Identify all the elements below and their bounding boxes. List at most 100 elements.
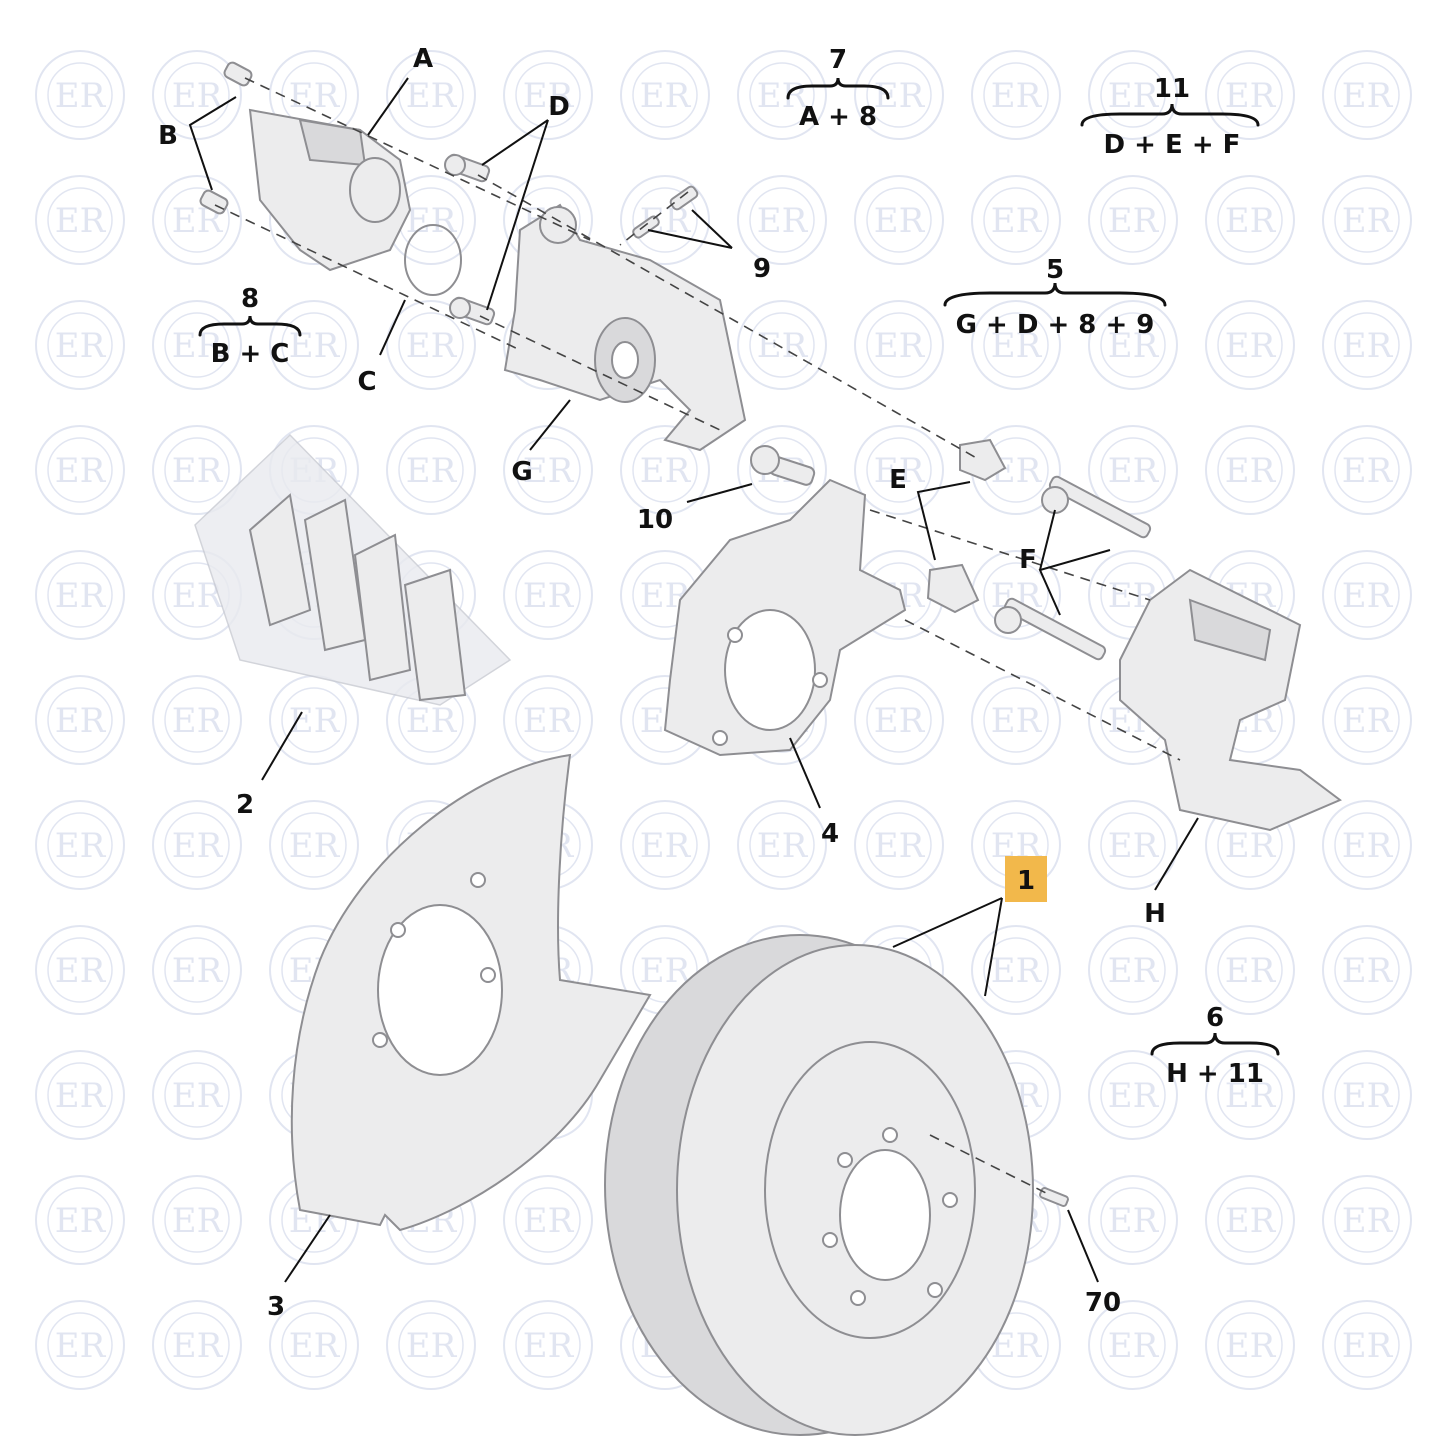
watermark-seal: ER [1322, 50, 1412, 140]
assembly-axes [214, 77, 1181, 1196]
svg-text:ER: ER [523, 1201, 575, 1241]
caliper-frame-h [1119, 568, 1342, 832]
watermark-seal: ER [1322, 425, 1412, 515]
watermark-seal: ER [386, 1300, 476, 1390]
svg-text:ER: ER [1342, 1076, 1394, 1116]
watermark-seal: ER [503, 675, 593, 765]
svg-text:ER: ER [172, 1201, 224, 1241]
svg-text:ER: ER [406, 701, 458, 741]
watermark-seal: ER [971, 300, 1061, 390]
svg-text:ER: ER [523, 576, 575, 616]
watermark-seal: ER [737, 175, 827, 265]
watermark-seal: ER [971, 675, 1061, 765]
svg-text:ER: ER [757, 326, 809, 366]
watermark-seal: ER [386, 50, 476, 140]
watermark-seal: ER [737, 800, 827, 890]
watermark-seal: ER [35, 50, 125, 140]
guide-bushing-e-upper [959, 438, 1007, 482]
label-2: 2 [236, 790, 254, 820]
svg-text:ER: ER [1342, 201, 1394, 241]
kit-11-brace [1080, 103, 1260, 127]
svg-text:ER: ER [1108, 76, 1160, 116]
watermark-seal: ER [1322, 175, 1412, 265]
svg-text:ER: ER [1225, 1076, 1277, 1116]
watermark-seal: ER [1205, 1300, 1295, 1390]
svg-text:ER: ER [1108, 1326, 1160, 1366]
watermark-seal: ER [854, 300, 944, 390]
svg-text:ER: ER [1108, 451, 1160, 491]
label-70: 70 [1085, 1288, 1121, 1318]
watermark-seal: ER [152, 1050, 242, 1140]
bleed-screw-9-a [669, 185, 699, 211]
svg-text:ER: ER [991, 201, 1043, 241]
svg-text:ER: ER [874, 201, 926, 241]
svg-text:ER: ER [55, 1326, 107, 1366]
svg-text:ER: ER [172, 326, 224, 366]
kit-7-brace [786, 77, 890, 100]
watermark-seal: ER [269, 800, 359, 890]
svg-text:ER: ER [55, 451, 107, 491]
watermark-seal: ER [854, 50, 944, 140]
watermark-seal: ER [1322, 1175, 1412, 1265]
svg-text:ER: ER [1225, 951, 1277, 991]
watermark-seal: ER [1205, 300, 1295, 390]
watermark-seal: ER [971, 925, 1061, 1015]
watermark-seal: ER [971, 175, 1061, 265]
brake-pads-set-2 [194, 433, 512, 706]
watermark-seal: ER [1088, 300, 1178, 390]
watermark-seal: ER [1322, 1050, 1412, 1140]
watermark-seal: ER [1088, 1050, 1178, 1140]
kit-11-number: 11 [1154, 74, 1190, 104]
watermark-seal: ER [1205, 1175, 1295, 1265]
svg-text:ER: ER [289, 826, 341, 866]
svg-text:ER: ER [1108, 826, 1160, 866]
svg-text:ER: ER [55, 1076, 107, 1116]
svg-text:ER: ER [1225, 1201, 1277, 1241]
bolt-10 [750, 445, 816, 486]
watermark-seal: ER [386, 300, 476, 390]
svg-text:ER: ER [406, 76, 458, 116]
watermark-seal: ER [269, 300, 359, 390]
svg-text:ER: ER [1225, 826, 1277, 866]
watermark-seal: ER [152, 175, 242, 265]
watermark-seal: ER [386, 175, 476, 265]
kit-6-number: 6 [1206, 1003, 1224, 1033]
watermark-seal: ER [737, 300, 827, 390]
leader-lines [188, 77, 1199, 1283]
caliper-actuator-part [248, 108, 412, 272]
svg-text:ER: ER [874, 326, 926, 366]
watermark-seal: ER [854, 800, 944, 890]
svg-text:ER: ER [55, 201, 107, 241]
kit-8-brace [198, 315, 302, 337]
svg-text:ER: ER [1108, 326, 1160, 366]
svg-text:ER: ER [1342, 826, 1394, 866]
label-e: E [889, 465, 907, 495]
watermark-seal: ER [1088, 925, 1178, 1015]
watermark-seal: ER [1205, 175, 1295, 265]
brake-disc-1 [604, 934, 1034, 1436]
svg-text:ER: ER [289, 1326, 341, 1366]
label-d: D [548, 92, 570, 122]
carrier-bracket-4 [663, 478, 907, 757]
watermark-seal: ER [1088, 800, 1178, 890]
watermark-seal: ER [503, 425, 593, 515]
svg-text:ER: ER [406, 451, 458, 491]
watermark-seal: ER [737, 50, 827, 140]
svg-text:ER: ER [55, 76, 107, 116]
watermark-seal: ER [35, 1175, 125, 1265]
watermark-seal: ER [35, 1050, 125, 1140]
watermark-seal: ER [269, 675, 359, 765]
watermark-seal: ER [152, 300, 242, 390]
watermark-seal: ER [1088, 1300, 1178, 1390]
svg-text:ER: ER [523, 76, 575, 116]
svg-text:ER: ER [991, 326, 1043, 366]
watermark-seal: ER [1205, 800, 1295, 890]
watermark-seal: ER [1322, 925, 1412, 1015]
watermark-seal: ER [152, 925, 242, 1015]
watermark-seal: ER [35, 300, 125, 390]
kit-6: 6 H + 11 [1150, 1003, 1280, 1089]
svg-text:ER: ER [55, 826, 107, 866]
svg-text:ER: ER [1342, 326, 1394, 366]
kit-8-formula: B + C [211, 339, 290, 369]
